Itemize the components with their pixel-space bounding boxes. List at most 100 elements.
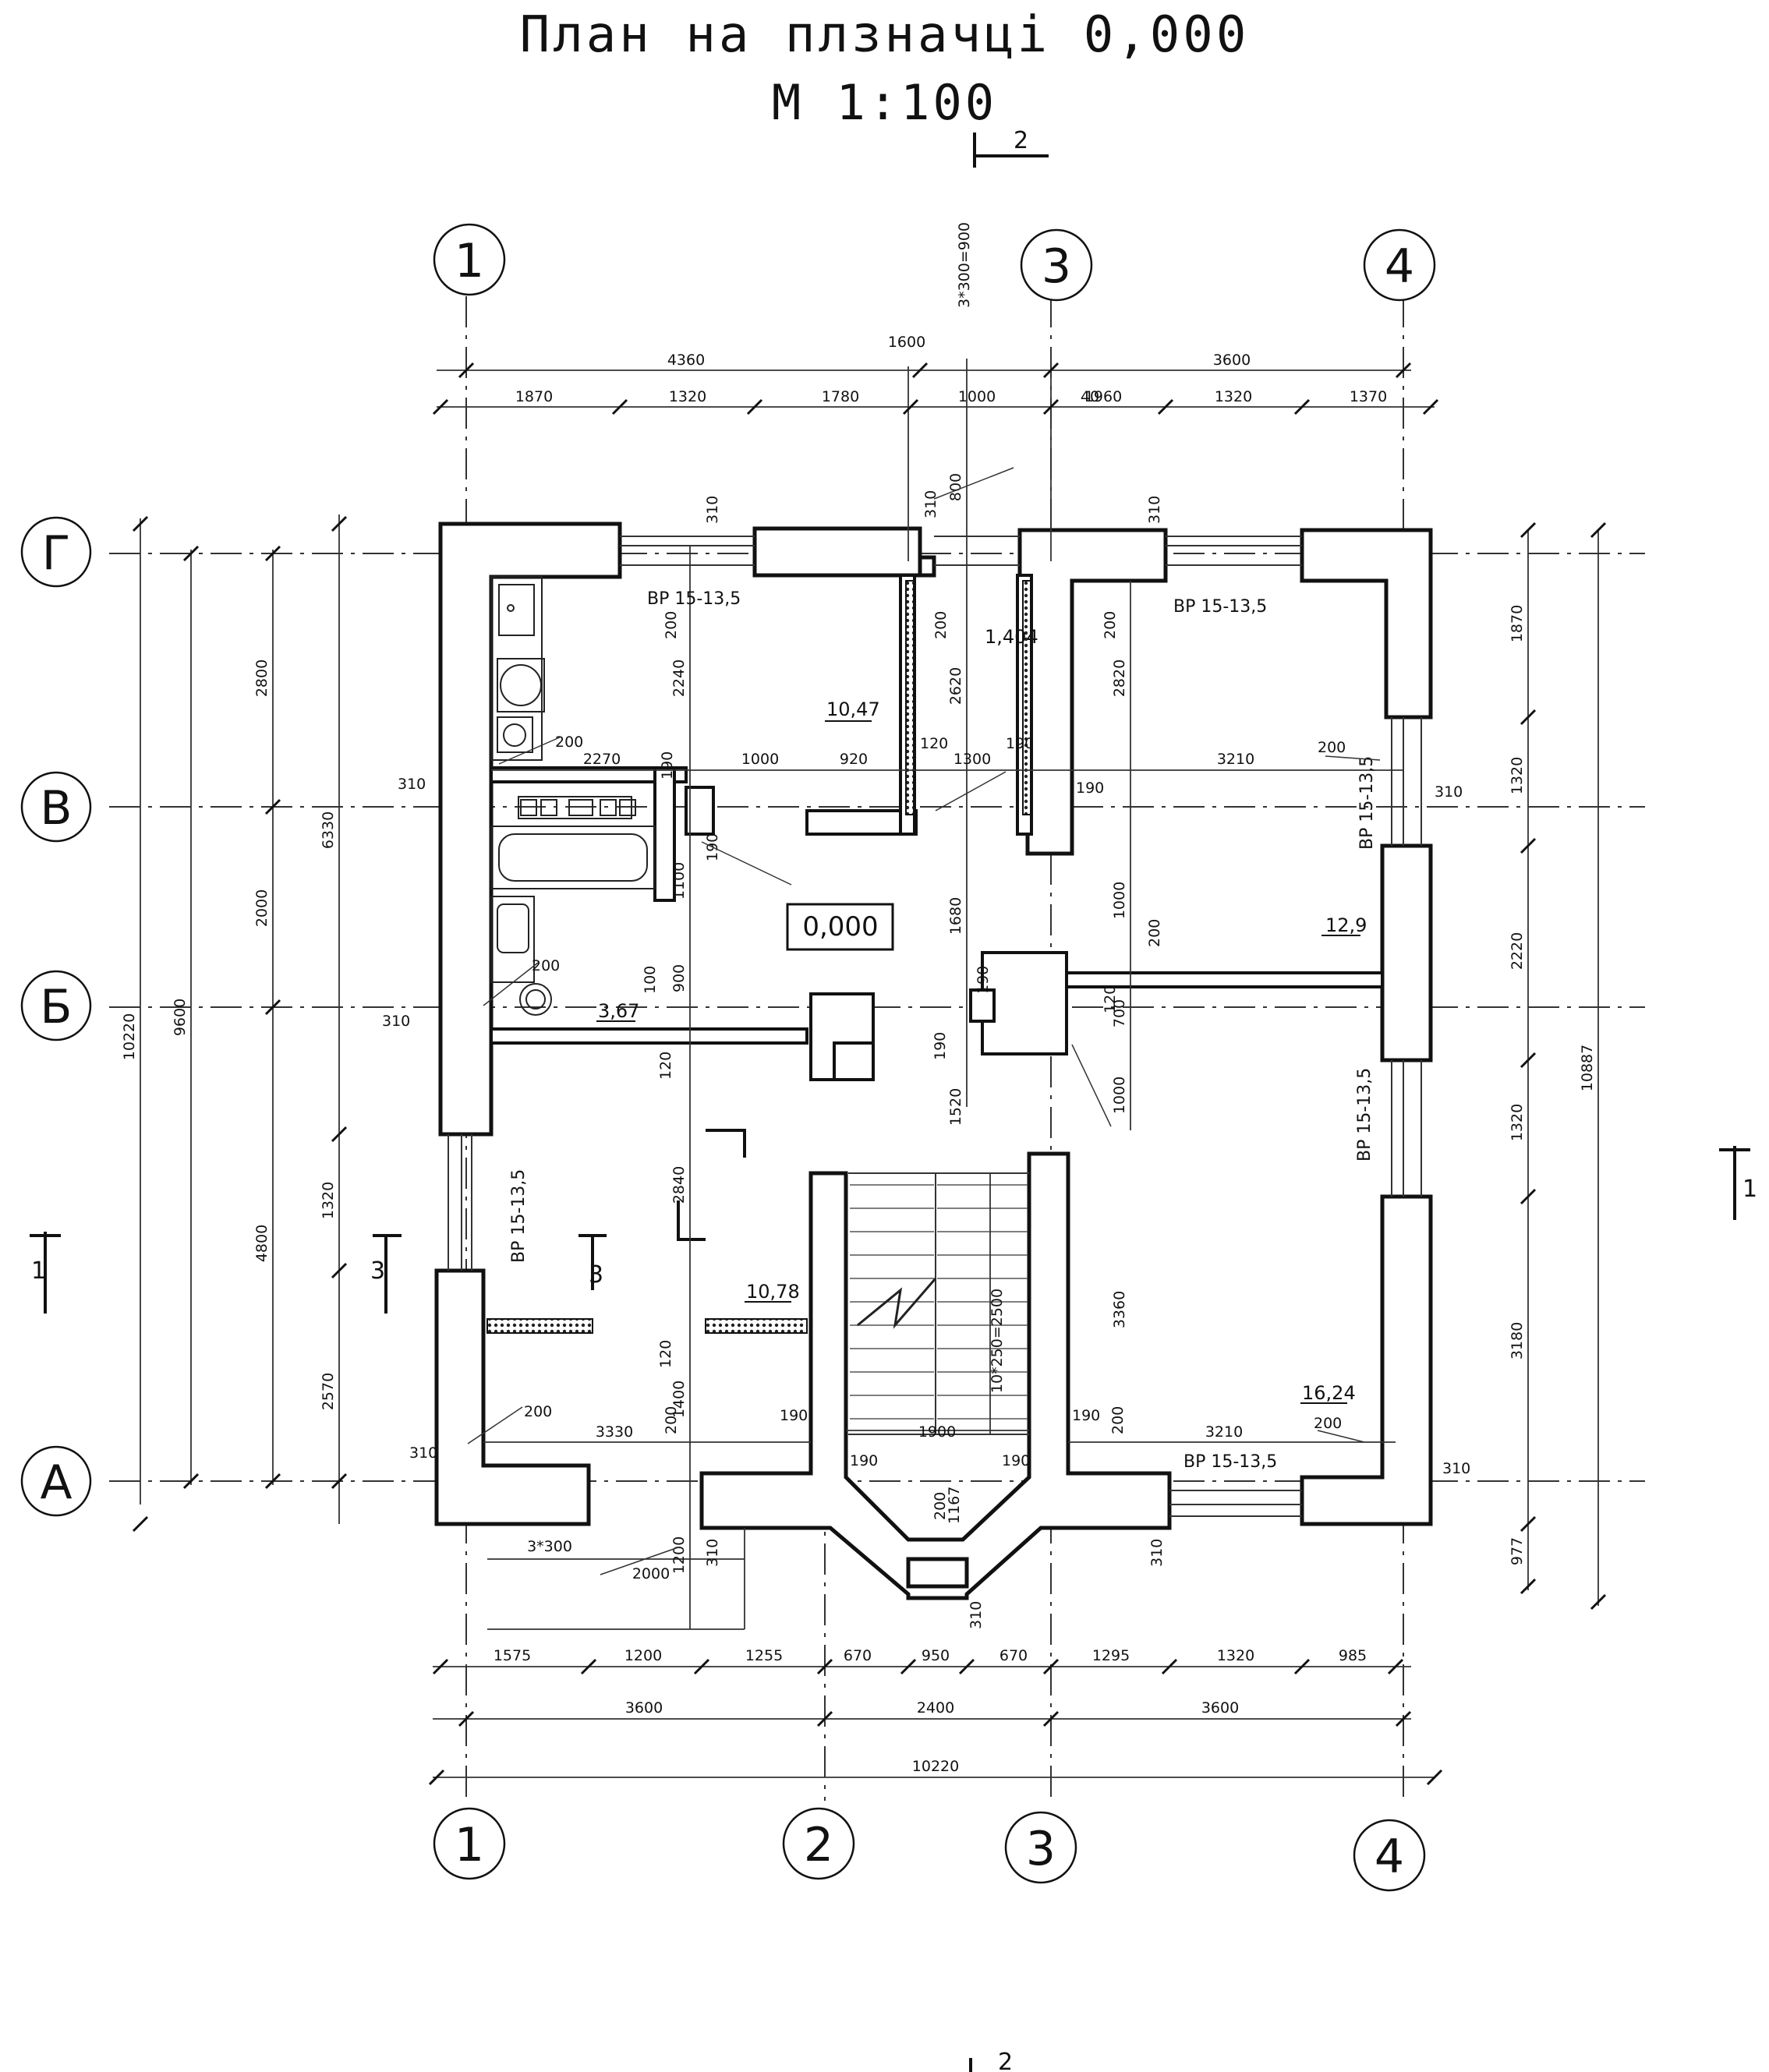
dimension-tick [1042,1710,1060,1727]
dim-left-2800: 2800 [253,659,271,697]
dim-right-1320a: 1320 [1509,757,1526,794]
window-type-3: ВР 15-13,5 [1183,1452,1277,1472]
axis-label-col-3-top: 3 [1042,239,1071,294]
section-mark-1-right: 1 [1742,1176,1757,1203]
dimension-tick [1590,522,1607,539]
thk-310-9: 310 [704,1539,721,1567]
room-area-1: 10,47 [826,698,880,720]
level-mark-box [786,903,894,951]
thk-190-4: 190 [1076,780,1104,797]
exterior-walls [434,522,1433,1600]
dim-top-chain-2: 1780 [822,388,859,405]
dim-left-2570: 2570 [320,1373,337,1410]
dim-inner-1520: 1520 [947,1088,964,1126]
thk-190-10: 190 [1072,1407,1100,1424]
dim-top-chain-0: 1870 [515,388,553,405]
thk-190-9: 190 [1002,1452,1030,1469]
dimension-tick [132,515,149,532]
dim-inner-1400: 1400 [670,1381,688,1418]
dim-right-2220: 2220 [1509,932,1526,970]
staircase [848,1172,1029,1435]
dimension-tick [1590,1593,1607,1611]
section-mark-3-left: 3 [370,1257,385,1285]
dim-top-stair-steps: 3*300=900 [956,222,973,308]
dim-inner-920: 920 [840,751,868,768]
dim-bottom-chain-5: 670 [999,1647,1028,1664]
thk-310-7: 310 [922,490,939,518]
thk-200-7: 200 [932,611,950,639]
dimension-tick [428,1769,445,1786]
dimension-tick [1520,1188,1537,1205]
axis-label-col-1-bottom: 1 [455,1818,484,1872]
dim-bottom-axis-1: 2400 [917,1699,954,1717]
dimension-tick [132,1515,149,1533]
dim-right-1320b: 1320 [1509,1104,1526,1141]
break-line [857,1278,937,1329]
dim-left-6330: 6330 [320,811,337,849]
dim-top-chain-6: 1370 [1350,388,1387,405]
thk-200-4: 200 [1318,739,1346,756]
dimension-ticks [132,362,1607,1786]
room-area-5: 10,78 [746,1281,800,1303]
thk-310-3: 310 [409,1444,437,1462]
dimension-tick [458,1710,475,1727]
hatched-partitions [486,580,1031,1334]
window-openings [448,536,1422,1517]
thk-310-4: 310 [1435,783,1463,801]
thk-200-10: 200 [1109,1406,1127,1434]
drawing-scale: М 1:100 [771,74,998,131]
room-area-3: 12,9 [1325,914,1367,936]
leader-lines [467,467,1381,1575]
thk-200-3: 200 [524,1403,552,1420]
dimension-tick [458,362,475,379]
dimension-tick [1042,362,1060,379]
axis-label-col-2-bottom: 2 [804,1818,833,1872]
dim-left-1320: 1320 [320,1182,337,1219]
dim-inner-3210b: 3210 [1205,1423,1243,1441]
dimension-tick [1387,1658,1404,1675]
axis-label-row-a: А [40,1455,72,1510]
axis-label-row-b: Б [40,980,72,1034]
dim-inner-1167: 1167 [946,1487,963,1524]
sanitary-fixtures [490,576,656,1016]
window-type-5: ВР 15-13,5 [1355,1068,1375,1162]
wall-thickness-labels: 310 310 310 310 310 310 310 310 310 310 … [382,490,1470,1629]
dim-bottom-porch-length: 2000 [632,1565,670,1582]
thk-310-6: 310 [704,496,721,524]
thk-310-5: 310 [1442,1460,1470,1477]
stair-treads [850,1184,1028,1420]
dim-top-chain-5: 1320 [1215,388,1252,405]
dimension-tick [331,1473,348,1490]
dim-bottom-overall: 10220 [912,1758,959,1775]
window-type-4: ВР 15-13,5 [1357,756,1377,850]
dim-inner-800: 800 [947,473,964,501]
thk-190-6: 190 [932,1032,949,1060]
dimension-tick [580,1658,597,1675]
axis-labels: 1 3 4 1 2 3 4 Г В Б А [40,234,1414,1884]
dimension-tick [900,1658,917,1675]
thk-200-1: 200 [555,734,583,751]
axis-bubbles [20,223,1436,1892]
dimension-tick [264,545,281,562]
dimension-texts: 4360 1600 3600 40 1870 1320 1780 1000 19… [494,334,1387,1775]
dim-inner-1200: 1200 [670,1536,688,1574]
dim-right-977: 977 [1509,1537,1526,1565]
thk-190-3: 190 [1006,735,1034,752]
dimension-tick [1157,398,1174,415]
dim-top-3600: 3600 [1213,352,1251,369]
dim-left-4800: 4800 [253,1225,271,1262]
dimension-tick [1395,1710,1412,1727]
dimension-tick [1520,1052,1537,1069]
dim-bottom-chain-2: 1255 [745,1647,783,1664]
vertical-dimension-texts: 10220 9600 2800 2000 4800 6330 1320 2570… [121,222,1596,1574]
axis-label-row-v: В [40,781,72,836]
thk-200-6: 200 [663,611,680,639]
axis-label-col-1-top: 1 [455,234,484,288]
dimension-tick [816,1658,833,1675]
dimension-tick [958,1658,975,1675]
thk-200-12: 200 [932,1492,949,1520]
dimension-tick [264,999,281,1016]
dim-bottom-chain-1: 1200 [624,1647,662,1664]
thk-100-1: 100 [642,966,659,994]
thk-310-10: 310 [968,1601,985,1629]
